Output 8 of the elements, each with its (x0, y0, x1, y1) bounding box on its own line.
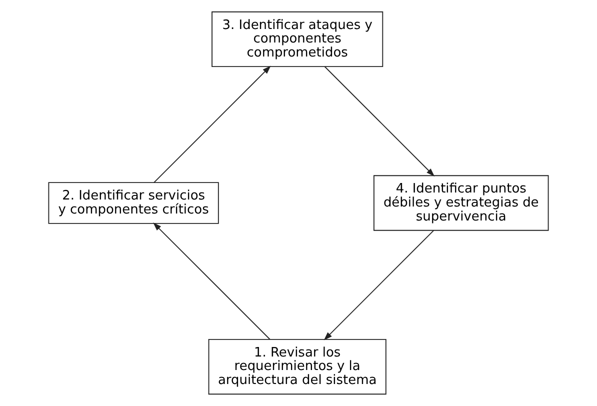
node-box: 4. Identificar puntos débiles y estrategias de supervivencia (373, 175, 549, 231)
arrow (324, 66, 435, 176)
arrow (324, 230, 434, 340)
arrow (154, 66, 271, 184)
node-box: 2. Identificar servicios y componentes críticos (48, 182, 219, 224)
arrow (153, 222, 270, 340)
node-box: 3. Identificar ataques y componentes comprometidos (212, 11, 384, 68)
node-box: 1. Revisar los requerimientos y la arquitectura del sistema (208, 338, 386, 395)
